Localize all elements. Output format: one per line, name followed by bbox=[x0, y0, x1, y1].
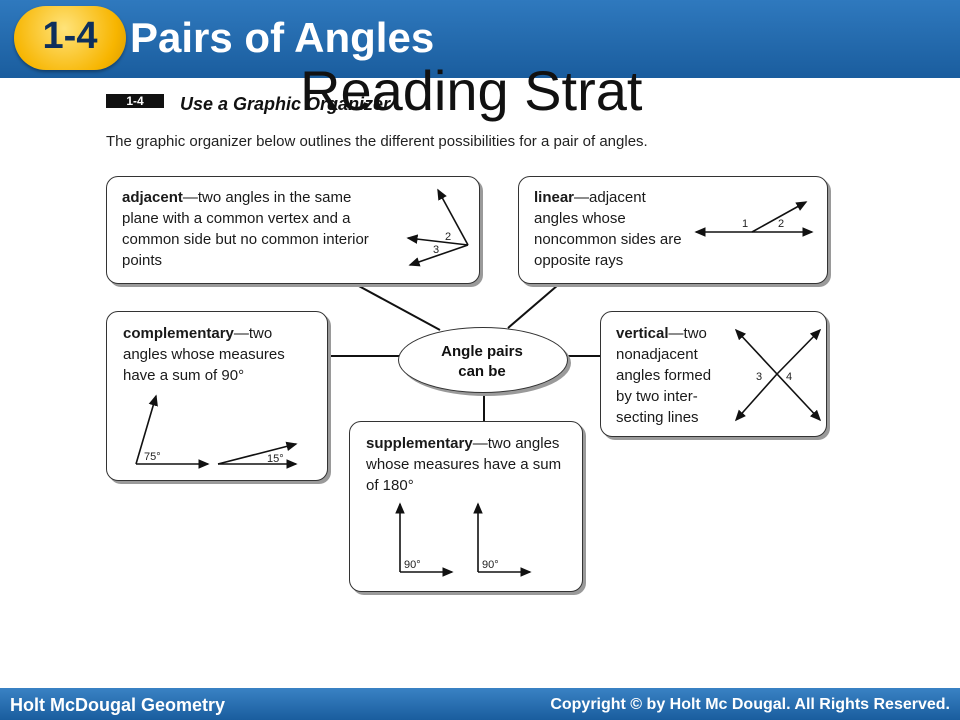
vertical-definition: —two nonadjacent angles formed by two in… bbox=[616, 325, 712, 426]
complementary-definition: —two angles whose measures have a sum of… bbox=[123, 325, 285, 384]
complementary-label-75: 75° bbox=[144, 451, 161, 463]
linear-label-2: 2 bbox=[778, 218, 784, 230]
complementary-diagram: 75° 15° bbox=[135, 394, 298, 469]
adjacent-label-3: 3 bbox=[433, 244, 439, 256]
angle-pairs-label: Angle pairs can be bbox=[398, 342, 566, 382]
complementary-term: complementary bbox=[123, 325, 234, 342]
linear-text: linear—adjacent angles whose noncommon s… bbox=[534, 187, 689, 271]
vertical-diagram: 3 4 bbox=[734, 328, 822, 422]
footer-bar: Holt McDougal Geometry Copyright © by Ho… bbox=[0, 688, 960, 720]
adjacent-text: adjacent—two angles in the same plane wi… bbox=[122, 187, 387, 271]
supplementary-text: supplementary—two angles whose measures … bbox=[366, 433, 571, 496]
linear-box bbox=[518, 176, 828, 284]
overlay-heading: Reading Strat bbox=[300, 59, 643, 122]
complementary-text: complementary—two angles whose measures … bbox=[123, 323, 318, 386]
linear-diagram: 1 2 bbox=[694, 201, 814, 237]
supplementary-label-a: 90° bbox=[404, 559, 421, 571]
lesson-badge: 1-4 bbox=[14, 6, 126, 70]
title-bar bbox=[0, 0, 960, 78]
connector-adjacent bbox=[356, 284, 441, 331]
vertical-line-2b bbox=[734, 373, 778, 422]
vertical-line-1b bbox=[776, 373, 822, 422]
vertical-box bbox=[600, 311, 827, 437]
supplementary-box bbox=[349, 421, 583, 592]
linear-label-1: 1 bbox=[742, 218, 748, 230]
adjacent-ray-up bbox=[437, 188, 469, 246]
angle-pairs-line1: Angle pairs bbox=[441, 343, 523, 360]
linear-ray-up bbox=[751, 201, 808, 233]
vertical-line-1a bbox=[734, 328, 778, 375]
adjacent-definition: —two angles in the same plane with a com… bbox=[122, 189, 369, 269]
lesson-number: 1-4 bbox=[42, 15, 98, 57]
complementary-ray-a2 bbox=[135, 394, 158, 465]
section-title: Use a Graphic Organizer bbox=[180, 94, 391, 114]
footer-publisher: Holt McDougal Geometry bbox=[10, 695, 226, 715]
vertical-term: vertical bbox=[616, 325, 669, 342]
supplementary-diagram: 90° 90° bbox=[395, 502, 532, 577]
angle-pairs-line2: can be bbox=[458, 363, 506, 380]
connector-linear bbox=[507, 284, 559, 329]
complementary-box bbox=[106, 311, 328, 481]
supplementary-definition: —two angles whose measures have a sum of… bbox=[366, 435, 562, 494]
linear-term: linear bbox=[534, 189, 575, 206]
vertical-text: vertical—two nonadjacent angles formed b… bbox=[616, 323, 731, 428]
adjacent-term: adjacent bbox=[122, 189, 183, 206]
vertical-line-2a bbox=[776, 328, 822, 375]
linear-definition: —adjacent angles whose noncommon sides a… bbox=[534, 189, 682, 269]
complementary-ray-b2 bbox=[217, 441, 298, 465]
supplementary-term: supplementary bbox=[366, 435, 473, 452]
intro-text: The graphic organizer below outlines the… bbox=[106, 133, 648, 150]
supplementary-label-b: 90° bbox=[482, 559, 499, 571]
adjacent-diagram: 2 3 bbox=[406, 188, 469, 267]
section-tag: 1-4 bbox=[106, 94, 164, 108]
vertical-label-3: 3 bbox=[756, 371, 762, 383]
adjacent-label-2: 2 bbox=[445, 231, 451, 243]
complementary-label-15: 15° bbox=[267, 453, 284, 465]
vertical-label-4: 4 bbox=[786, 371, 792, 383]
adjacent-ray-down bbox=[408, 244, 469, 267]
footer-copyright: Copyright © by Holt Mc Dougal. All Right… bbox=[550, 696, 950, 713]
page-title: Pairs of Angles bbox=[130, 14, 435, 61]
angle-pairs-node bbox=[398, 327, 568, 393]
adjacent-ray-middle bbox=[406, 234, 469, 246]
